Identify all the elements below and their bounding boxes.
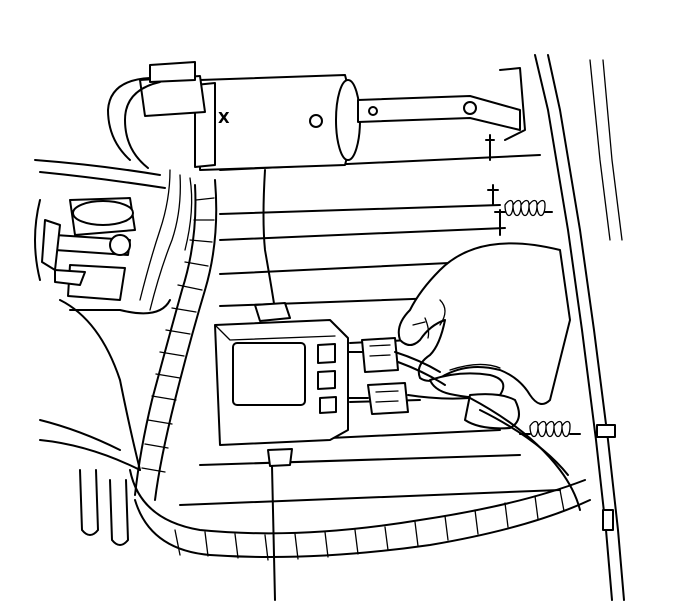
control-module [214, 302, 349, 601]
motor-mounting-bracket [357, 95, 521, 131]
seat-adjuster-mechanism [34, 197, 136, 301]
seat-frame-rail [499, 54, 625, 601]
seat-spring-lower [519, 420, 581, 438]
motor-marking-text: X [218, 109, 230, 127]
technician-hand [397, 242, 581, 511]
connector-upper [347, 337, 399, 373]
connector-lower [347, 382, 471, 415]
seat-spring-upper [494, 199, 553, 217]
wire-clips [485, 134, 501, 236]
main-wiring-harness [129, 179, 591, 561]
motor-assembly: X [139, 61, 361, 171]
harness-lead-wires [394, 351, 446, 386]
seat-frame-tubes-left [39, 299, 171, 546]
motor-wire-bundle [34, 77, 276, 311]
